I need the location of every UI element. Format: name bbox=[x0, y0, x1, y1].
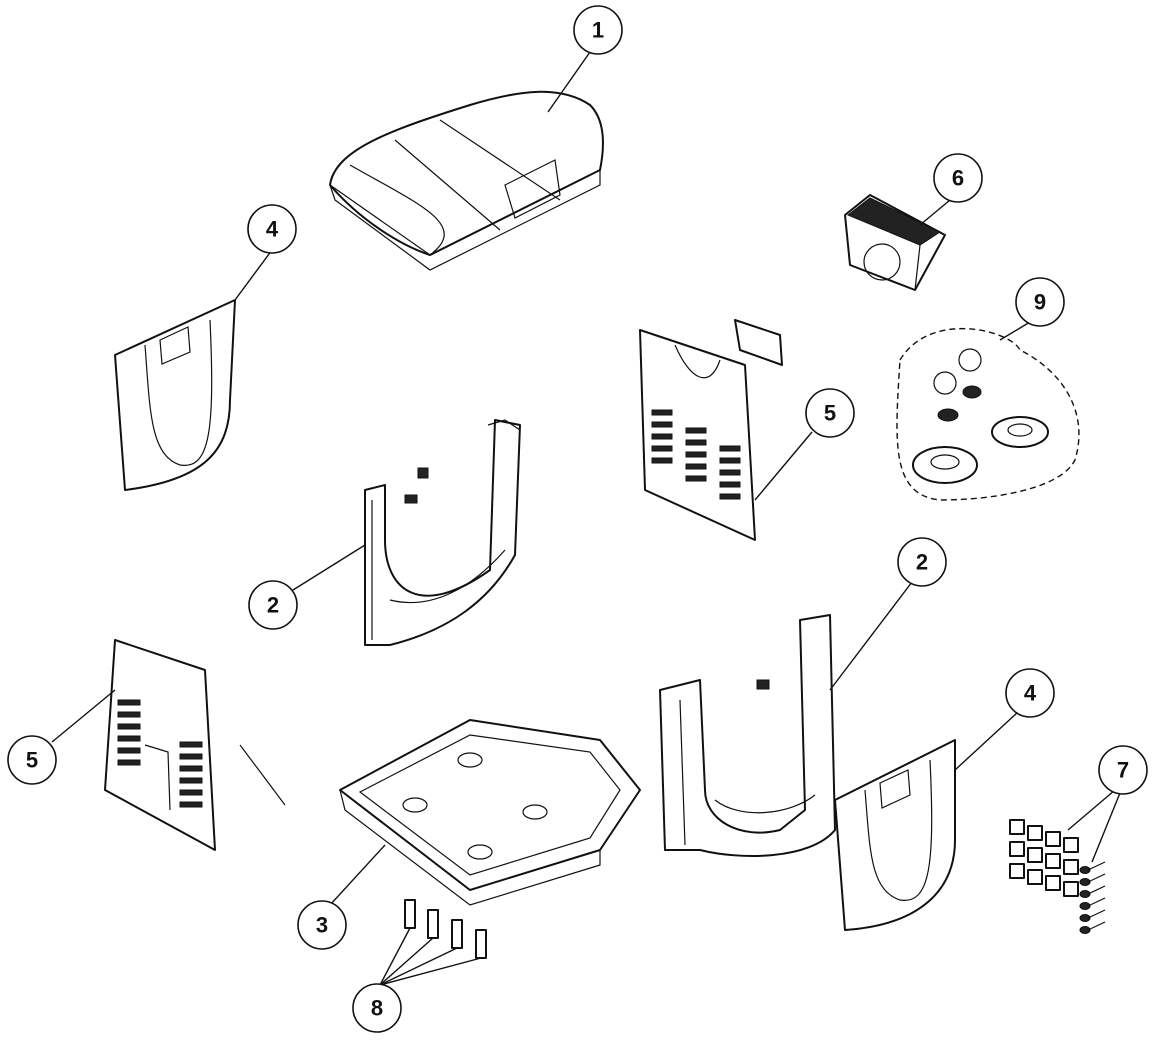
callout-8-label: 8 bbox=[371, 996, 383, 1021]
callout-8: 8 bbox=[352, 983, 402, 1033]
side-frame-left-part bbox=[364, 419, 521, 646]
callout-5-rear-label: 5 bbox=[824, 401, 836, 426]
feet-part bbox=[404, 899, 487, 959]
callout-2-left-label: 2 bbox=[267, 593, 279, 618]
callout-4-left-label: 4 bbox=[266, 217, 279, 242]
callout-4-right: 4 bbox=[1005, 668, 1055, 718]
callout-9: 9 bbox=[1015, 277, 1065, 327]
callout-5-front: 5 bbox=[7, 735, 57, 785]
filter-box-part bbox=[844, 194, 946, 291]
side-panel-left-part bbox=[114, 299, 236, 491]
callout-3: 3 bbox=[297, 900, 347, 950]
callout-1-label: 1 bbox=[592, 18, 604, 43]
top-cover-part bbox=[329, 90, 604, 271]
callout-1: 1 bbox=[573, 5, 623, 55]
leader-lines bbox=[51, 51, 1121, 986]
callout-7: 7 bbox=[1098, 745, 1148, 795]
base-part bbox=[339, 719, 641, 906]
callout-4-right-label: 4 bbox=[1024, 681, 1037, 706]
callout-5-front-label: 5 bbox=[26, 748, 38, 773]
vent-panel-rear-part bbox=[639, 319, 783, 541]
callout-6-label: 6 bbox=[952, 166, 964, 191]
side-panel-right-part bbox=[834, 739, 956, 931]
callout-9-label: 9 bbox=[1034, 290, 1046, 315]
side-frame-right-part bbox=[659, 614, 836, 857]
callout-3-label: 3 bbox=[316, 913, 328, 938]
callout-2-left: 2 bbox=[248, 580, 298, 630]
callout-4-left: 4 bbox=[247, 204, 297, 254]
callout-6: 6 bbox=[933, 153, 983, 203]
callout-5-rear: 5 bbox=[805, 388, 855, 438]
callout-7-label: 7 bbox=[1117, 758, 1129, 783]
callout-2-right-label: 2 bbox=[916, 550, 928, 575]
fastener-kit-part bbox=[1009, 819, 1106, 934]
vent-panel-front-part bbox=[104, 639, 286, 851]
callout-2-right: 2 bbox=[897, 537, 947, 587]
grommet-kit-part bbox=[896, 327, 1080, 501]
